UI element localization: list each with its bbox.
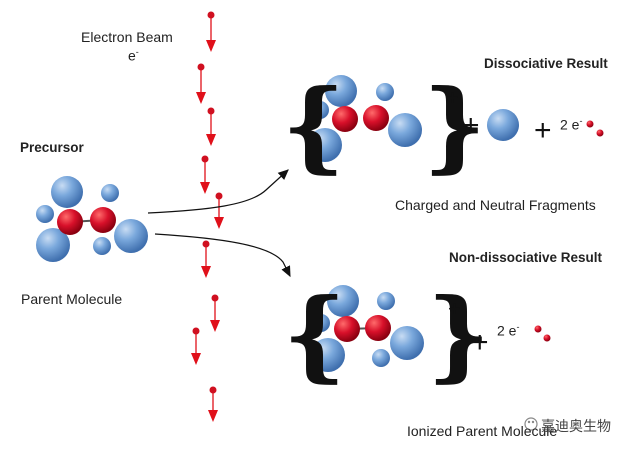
atom xyxy=(388,113,422,147)
precursor-heading: Precursor xyxy=(20,140,84,155)
atom xyxy=(308,128,342,162)
positive-charge: + xyxy=(446,85,459,110)
electron-arrow xyxy=(208,386,218,422)
atom xyxy=(332,106,358,132)
atom xyxy=(312,314,330,332)
electron-beam xyxy=(191,11,224,422)
electron-arrow xyxy=(210,294,220,332)
electron-charge: - xyxy=(516,322,520,332)
electron-dot xyxy=(596,129,604,137)
electron-dot xyxy=(534,325,542,333)
atom xyxy=(114,219,148,253)
atom xyxy=(101,184,119,202)
electron-dot xyxy=(586,120,594,128)
watermark-icon xyxy=(524,417,538,431)
two-electrons-text: 2 e xyxy=(497,322,517,339)
two-electrons-label: 2 e- xyxy=(497,322,519,339)
two-electrons-label: 2 e- xyxy=(560,116,582,133)
right-brace: } xyxy=(423,69,487,184)
parent-molecule xyxy=(36,176,148,262)
ionized-parent-molecule xyxy=(311,285,424,372)
plus-sign: + xyxy=(534,114,552,147)
atom xyxy=(327,285,359,317)
electron-arrow xyxy=(201,240,211,278)
atom xyxy=(365,315,391,341)
electron-charge: - xyxy=(135,47,139,57)
atom xyxy=(311,101,329,119)
right-brace: } xyxy=(427,278,491,393)
dissociative-result-heading: Dissociative Result xyxy=(484,56,608,71)
atom xyxy=(325,75,357,107)
atom xyxy=(372,349,390,367)
electron-arrow xyxy=(200,155,210,194)
electron-arrow xyxy=(196,63,206,104)
electron-arrow xyxy=(214,192,224,229)
electron-dot xyxy=(543,334,551,342)
atom xyxy=(51,176,83,208)
atom xyxy=(36,205,54,223)
atom xyxy=(90,207,116,233)
arrow-to-non-dissociative xyxy=(154,233,291,278)
atom xyxy=(311,338,345,372)
watermark-text: 嘉迪奥生物 xyxy=(541,418,611,434)
arrow-to-dissociative xyxy=(147,169,289,214)
atom xyxy=(36,228,70,262)
electron-arrow xyxy=(206,107,216,146)
electron-charge: - xyxy=(579,116,583,126)
atom xyxy=(377,292,395,310)
left-brace: { xyxy=(283,278,347,393)
dissociative-fragment xyxy=(308,75,422,162)
atom xyxy=(363,105,389,131)
charged-neutral-fragments-label: Charged and Neutral Fragments xyxy=(395,197,596,213)
atom xyxy=(334,316,360,342)
plus-sign: + xyxy=(471,326,489,359)
non-dissociative-result-heading: Non-dissociative Result xyxy=(449,250,603,265)
atom xyxy=(390,326,424,360)
atom xyxy=(57,209,83,235)
plus-sign: + xyxy=(462,109,480,142)
atom xyxy=(376,83,394,101)
electron-symbol-label: e- xyxy=(128,47,139,64)
electron-symbol: e xyxy=(128,47,136,64)
electron-arrow xyxy=(206,11,216,52)
ionized-parent-label: Ionized Parent Molecule xyxy=(407,423,558,439)
left-brace: { xyxy=(282,69,346,184)
positive-charge: + xyxy=(448,296,461,321)
electron-beam-label: Electron Beam xyxy=(81,29,173,45)
parent-molecule-label: Parent Molecule xyxy=(21,291,123,307)
electron-arrow xyxy=(191,327,201,365)
atom xyxy=(93,237,111,255)
neutral-fragment-atom xyxy=(487,109,519,141)
two-electrons-text: 2 e xyxy=(560,116,580,133)
